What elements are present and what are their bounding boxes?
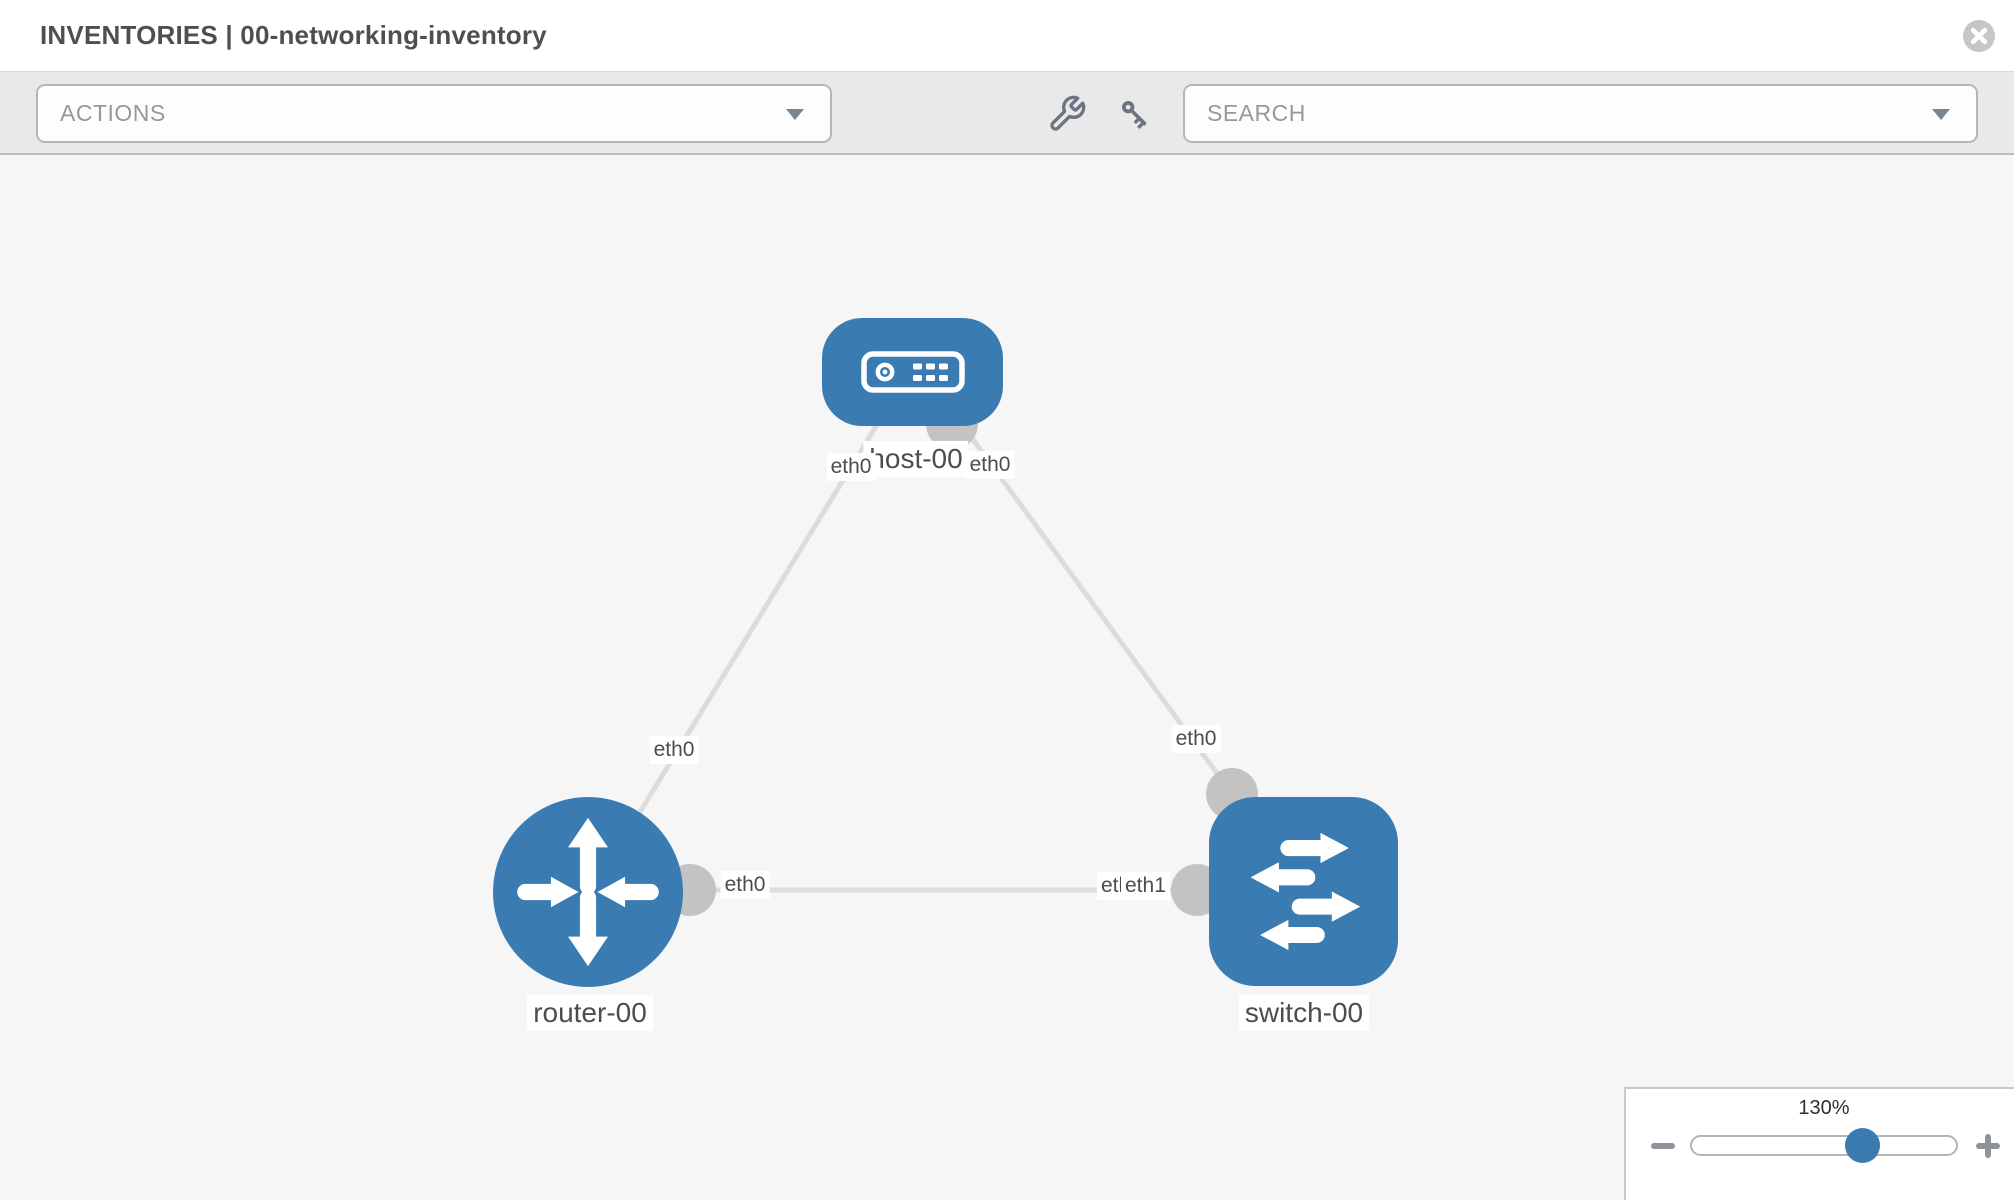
configure-tools-button[interactable] xyxy=(1045,92,1089,136)
plus-icon xyxy=(1976,1134,2000,1158)
close-button[interactable] xyxy=(1961,18,1997,54)
toolbar: ACTIONS SEARCH xyxy=(0,72,2014,155)
minus-icon xyxy=(1651,1143,1675,1149)
interface-label-host-to-switch: eth0 xyxy=(965,450,1015,480)
actions-dropdown-label: ACTIONS xyxy=(60,100,166,126)
host-icon xyxy=(860,351,965,393)
node-label-router: router-00 xyxy=(527,994,653,1032)
page-title: INVENTORIES | 00-networking-inventory xyxy=(40,20,547,50)
search-dropdown[interactable]: SEARCH xyxy=(1183,84,1978,143)
topology-links-layer xyxy=(637,398,1258,916)
interface-label-router-to-switch: eth0 xyxy=(720,870,770,900)
router-icon xyxy=(517,817,659,967)
node-label-switch: switch-00 xyxy=(1238,994,1370,1032)
zoom-control-panel: 130% xyxy=(1624,1087,2014,1200)
chevron-down-icon xyxy=(1932,108,1950,120)
zoom-slider[interactable] xyxy=(1690,1135,1958,1156)
key-icon xyxy=(1122,101,1147,129)
node-router-00[interactable] xyxy=(493,797,683,987)
chevron-down-icon xyxy=(786,108,804,120)
node-label-host: host-00 xyxy=(863,440,969,478)
actions-dropdown[interactable]: ACTIONS xyxy=(36,84,832,143)
interface-label-switch-to-host: eth0 xyxy=(1171,724,1221,754)
zoom-in-button[interactable] xyxy=(1971,1129,2005,1163)
zoom-out-button[interactable] xyxy=(1646,1129,1680,1163)
zoom-level-value: 130% xyxy=(1798,1097,1850,1119)
switch-icon xyxy=(1250,832,1361,951)
wrench-icon xyxy=(1050,95,1086,131)
node-switch-00[interactable] xyxy=(1209,797,1398,986)
interface-label-host-to-router: eth0 xyxy=(826,452,876,482)
search-input-placeholder: SEARCH xyxy=(1207,100,1306,126)
zoom-slider-handle[interactable] xyxy=(1845,1128,1880,1163)
topology-canvas[interactable]: host-00 router-00 switch-00 eth0 eth0 et… xyxy=(0,157,2014,1200)
close-icon xyxy=(1963,20,1995,52)
interface-label-switch-to-router: eth1 xyxy=(1121,872,1170,901)
credentials-button[interactable] xyxy=(1113,92,1157,136)
interface-label-router-to-host: eth0 xyxy=(649,735,699,765)
header: INVENTORIES | 00-networking-inventory xyxy=(0,0,2014,72)
node-host-00[interactable] xyxy=(822,318,1003,426)
